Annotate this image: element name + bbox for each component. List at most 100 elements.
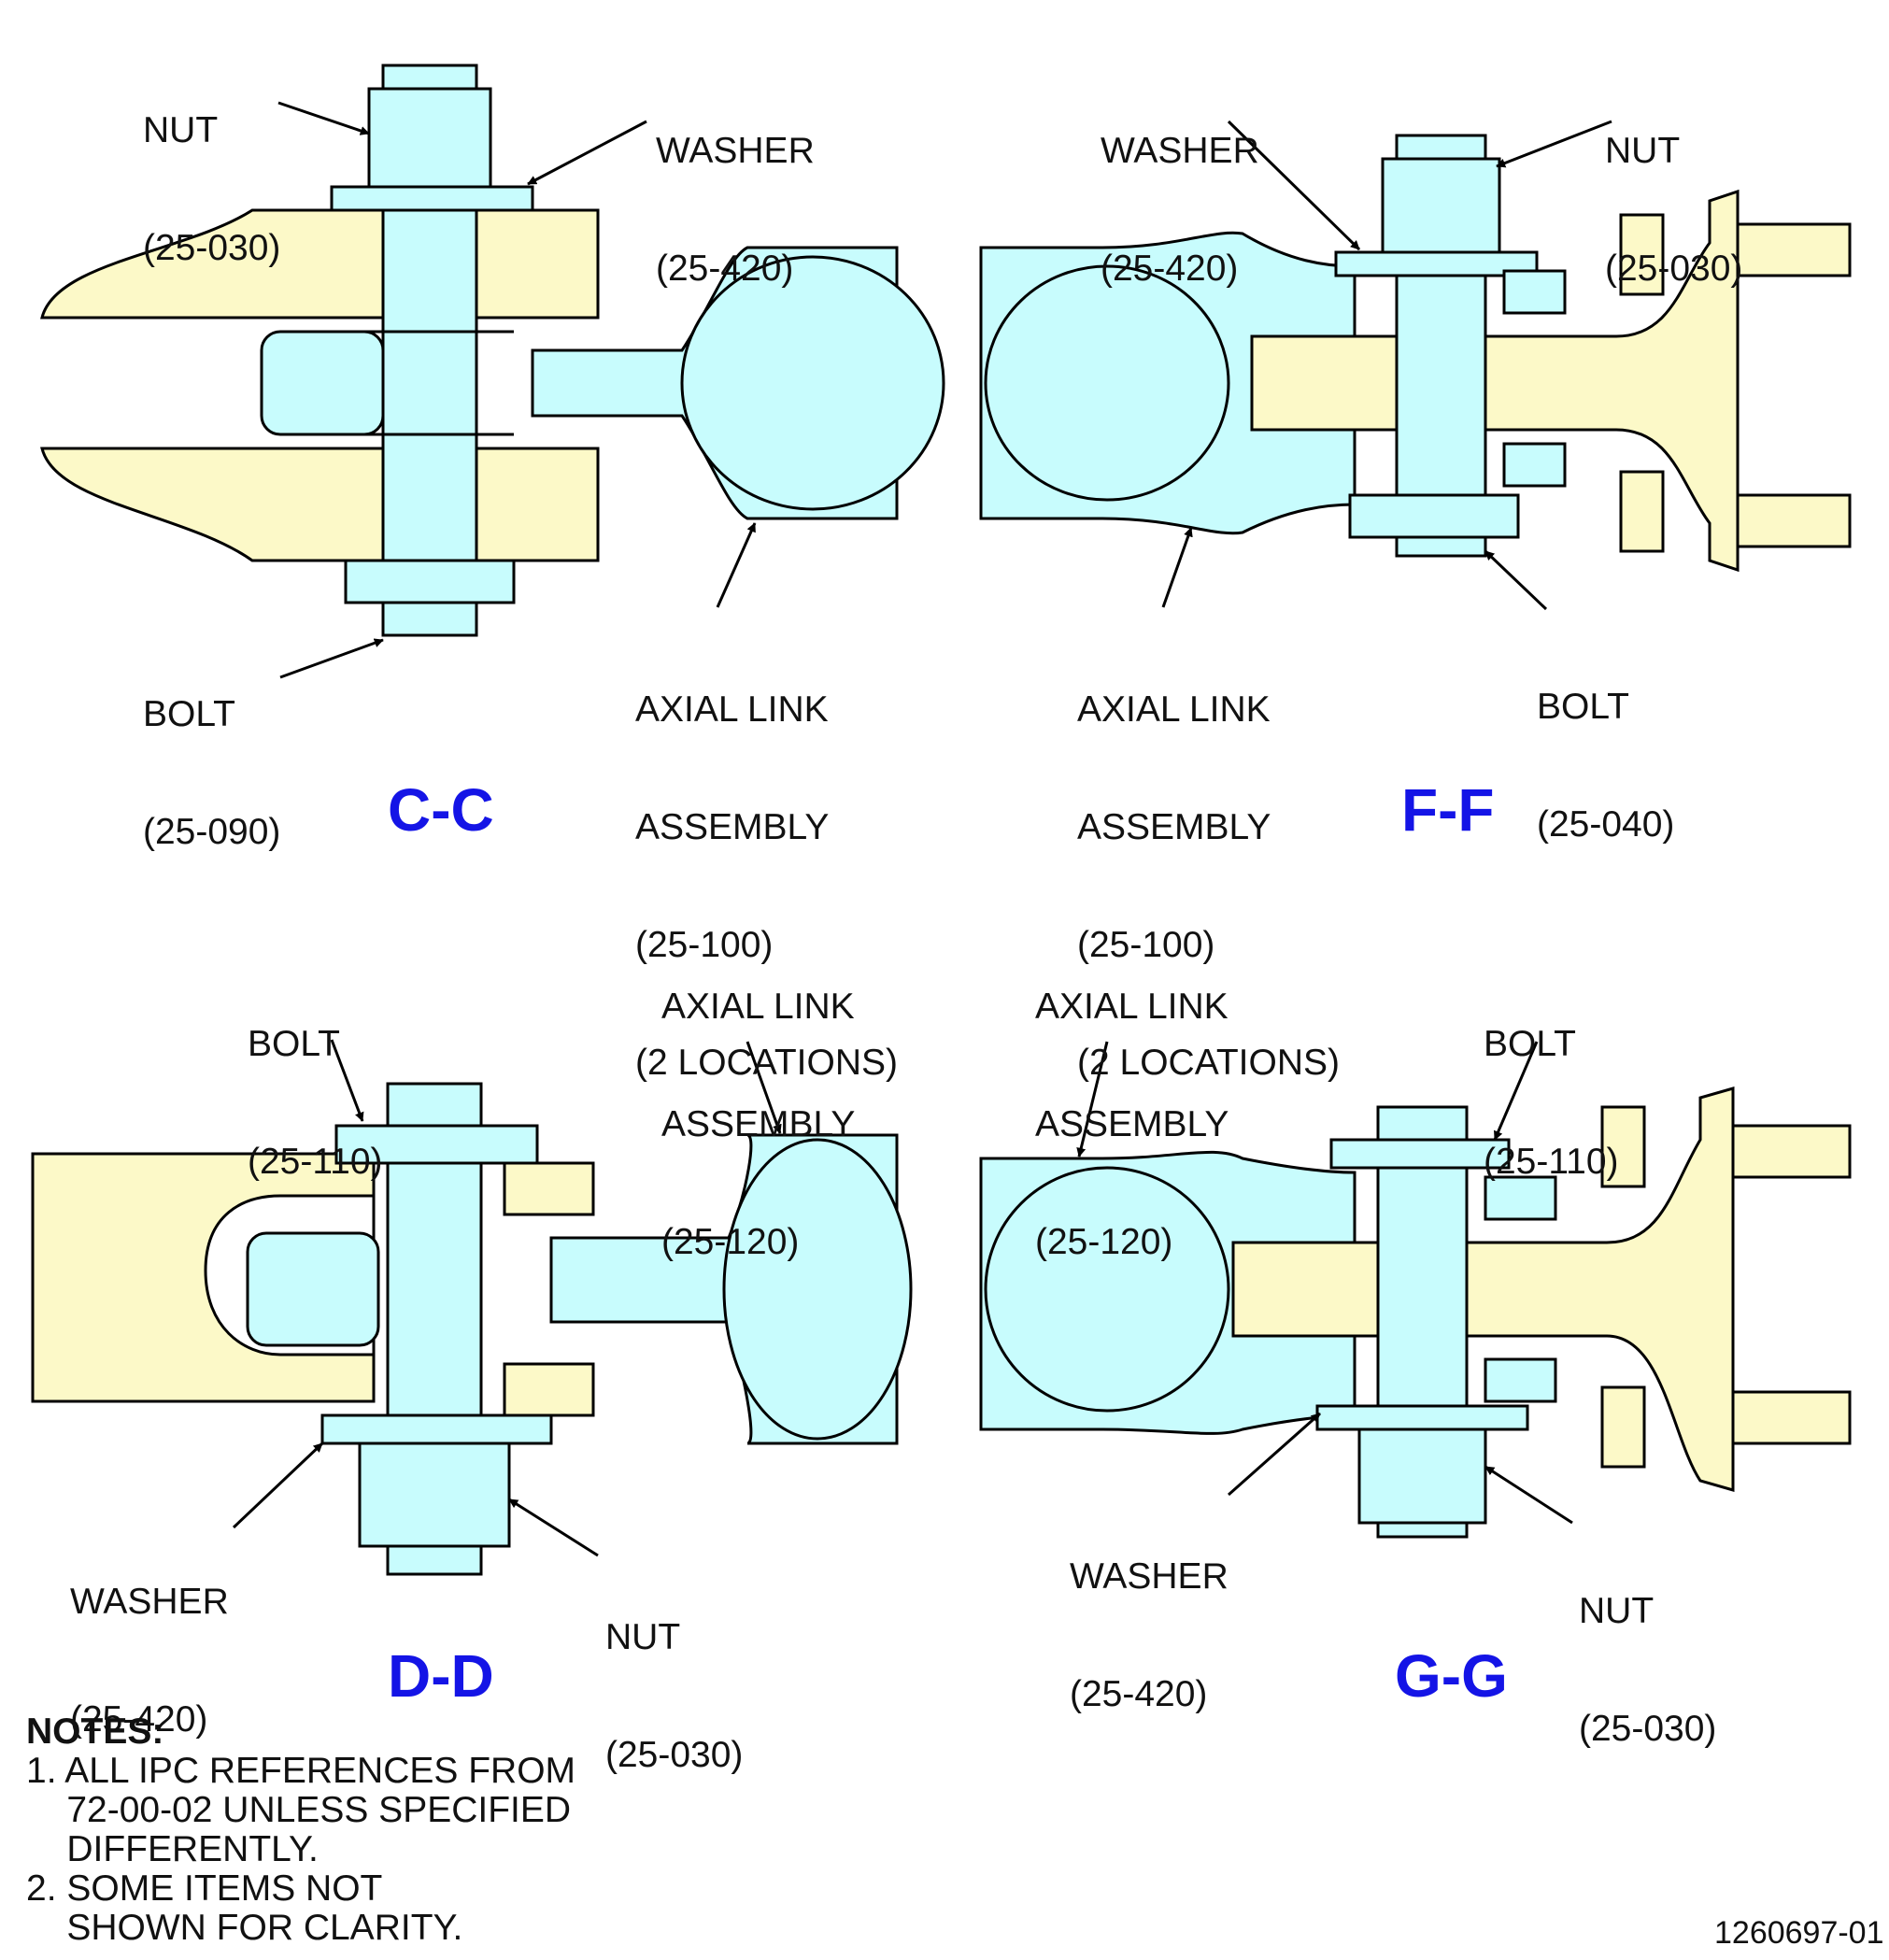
gg-bushing-lower (1484, 1357, 1557, 1403)
gg-washer-label: WASHER (25-420) (1070, 1479, 1229, 1754)
gg-axial-link-label-line1: AXIAL LINK (1035, 987, 1229, 1027)
gg-bolt-head (1329, 1138, 1511, 1170)
ff-fitting (1250, 189, 1740, 573)
ff-bolt-head (1348, 493, 1520, 539)
ff-fitting-stud-upper (1736, 222, 1852, 277)
cc-lower-clevis (40, 447, 600, 562)
leader-lines (232, 101, 1612, 1557)
cc-axial-link-label-line1: AXIAL LINK (635, 689, 829, 730)
ff-spline-upper (1619, 213, 1665, 296)
section-title-ff: F-F (1401, 776, 1495, 844)
cc-axial-link-label-locations: (2 LOCATIONS) (635, 1043, 898, 1083)
ff-bolt-label-name: BOLT (1537, 687, 1629, 727)
ff-axial-link-label: AXIAL LINK ASSEMBLY (25-100) (2 LOCATION… (1077, 612, 1340, 1122)
dd-axial-link-label-line2: ASSEMBLY (661, 1104, 856, 1144)
dd-bolt-label-ref: (25-110) (248, 1142, 383, 1182)
cc-bolt-head (344, 559, 516, 604)
gg-nut (1357, 1427, 1487, 1525)
ff-nut-label-name: NUT (1605, 131, 1681, 171)
section-title-dd: D-D (388, 1642, 494, 1710)
gg-spline-upper (1600, 1105, 1646, 1188)
note-line: 72-00-02 UNLESS SPECIFIED (26, 1790, 572, 1830)
view-dd-drawing (31, 1082, 913, 1576)
gg-nut-label: NUT (25-030) (1579, 1513, 1716, 1788)
cc-washer-label-name: WASHER (656, 131, 815, 171)
dd-washer-label-ref: (25-420) (70, 1699, 208, 1740)
ff-axial-link-label-line2: ASSEMBLY (1077, 807, 1271, 847)
ff-axial-link-label-line1: AXIAL LINK (1077, 689, 1271, 730)
view-gg-drawing (979, 1087, 1852, 1539)
cc-washer (330, 185, 534, 212)
view-ff-drawing (979, 134, 1852, 573)
notes-title: NOTES: (26, 1711, 164, 1752)
section-title-gg: G-G (1395, 1642, 1508, 1710)
view-cc-drawing (40, 64, 945, 637)
gg-bolt-label-name: BOLT (1484, 1024, 1576, 1064)
note-line: DIFFERENTLY. (26, 1829, 319, 1869)
gg-washer-label-name: WASHER (1070, 1556, 1229, 1597)
note-line: 2. SOME ITEMS NOT (26, 1868, 383, 1909)
dd-clevis-ear-upper (503, 1161, 595, 1216)
dd-axial-link-label-line1: AXIAL LINK (661, 987, 855, 1027)
dd-washer-label: WASHER (25-420) (70, 1504, 229, 1779)
dd-washer (320, 1413, 553, 1445)
dd-nut (358, 1442, 511, 1548)
dd-clevis-ear-lower (503, 1362, 595, 1417)
ff-axial-link-label-ref: (25-100) (1077, 925, 1215, 965)
gg-washer-label-ref: (25-420) (1070, 1674, 1208, 1714)
cc-upper-clevis (40, 208, 600, 320)
gg-nut-label-name: NUT (1579, 1591, 1655, 1631)
section-title-cc: C-C (388, 776, 494, 844)
ff-bushing-upper (1502, 269, 1567, 315)
dd-bolt-label: BOLT (25-110) (248, 946, 383, 1221)
ff-link-ball (984, 264, 1230, 502)
cc-nut-label-ref: (25-030) (143, 228, 281, 268)
note-line: 1. ALL IPC REFERENCES FROM (26, 1751, 576, 1791)
ff-bushing-lower (1502, 442, 1567, 488)
cc-bolt-label: BOLT (25-090) (143, 617, 280, 891)
dd-nut-label-ref: (25-030) (605, 1735, 744, 1775)
gg-axial-link-label-ref: (25-120) (1035, 1222, 1173, 1262)
ff-washer-label-ref: (25-420) (1101, 249, 1239, 289)
ff-bolt-label: BOLT (25-040) (1537, 609, 1674, 884)
cc-nut (367, 87, 492, 193)
cc-nut-label-name: NUT (143, 110, 219, 150)
gg-bolt-label-ref: (25-110) (1484, 1142, 1619, 1182)
ff-fitting-stud-lower (1736, 493, 1852, 548)
gg-fitting-stud-upper (1731, 1124, 1852, 1179)
dd-bolt-head (334, 1124, 539, 1165)
gg-nut-label-ref: (25-030) (1579, 1709, 1717, 1749)
gg-fitting (1231, 1087, 1735, 1492)
gg-spline-lower (1600, 1385, 1646, 1469)
ff-nut-label: NUT (25-030) (1605, 53, 1742, 328)
dd-nut-label: NUT (25-030) (605, 1540, 743, 1814)
cc-bolt-label-ref: (25-090) (143, 812, 281, 852)
gg-axial-link-label-line2: ASSEMBLY (1035, 1104, 1229, 1144)
gg-bushing-upper (1484, 1175, 1557, 1221)
cc-washer-label-ref: (25-420) (656, 249, 794, 289)
dd-nut-label-name: NUT (605, 1617, 681, 1657)
ff-washer-label-name: WASHER (1101, 131, 1259, 171)
cc-axial-link-label: AXIAL LINK ASSEMBLY (25-100) (2 LOCATION… (635, 612, 898, 1122)
gg-link-ball (984, 1166, 1230, 1413)
cc-bolt-label-name: BOLT (143, 694, 235, 734)
note-line: SHOWN FOR CLARITY. (26, 1908, 463, 1948)
notes-block: NOTES: 1. ALL IPC REFERENCES FROM 72-00-… (26, 1712, 575, 1948)
gg-axial-link-label: AXIAL LINK ASSEMBLY (25-120) (1035, 909, 1229, 1301)
gg-fitting-stud-lower (1731, 1390, 1852, 1445)
dd-washer-label-name: WASHER (70, 1582, 229, 1622)
ff-axial-link-label-locations: (2 LOCATIONS) (1077, 1043, 1340, 1083)
document-id: 1260697-01 (1714, 1915, 1884, 1951)
dd-link-ball (722, 1138, 913, 1441)
ff-nut (1381, 157, 1501, 254)
ff-washer-label: WASHER (25-420) (1101, 53, 1259, 328)
ff-nut-label-ref: (25-030) (1605, 249, 1743, 289)
cc-spherical-bearing (260, 330, 385, 436)
gg-bolt-label: BOLT (25-110) (1484, 946, 1619, 1221)
cc-nut-label: NUT (25-030) (143, 33, 280, 307)
dd-axial-link-label-ref: (25-120) (661, 1222, 800, 1262)
dd-spherical-bearing (246, 1231, 380, 1347)
ff-spline-lower (1619, 470, 1665, 553)
